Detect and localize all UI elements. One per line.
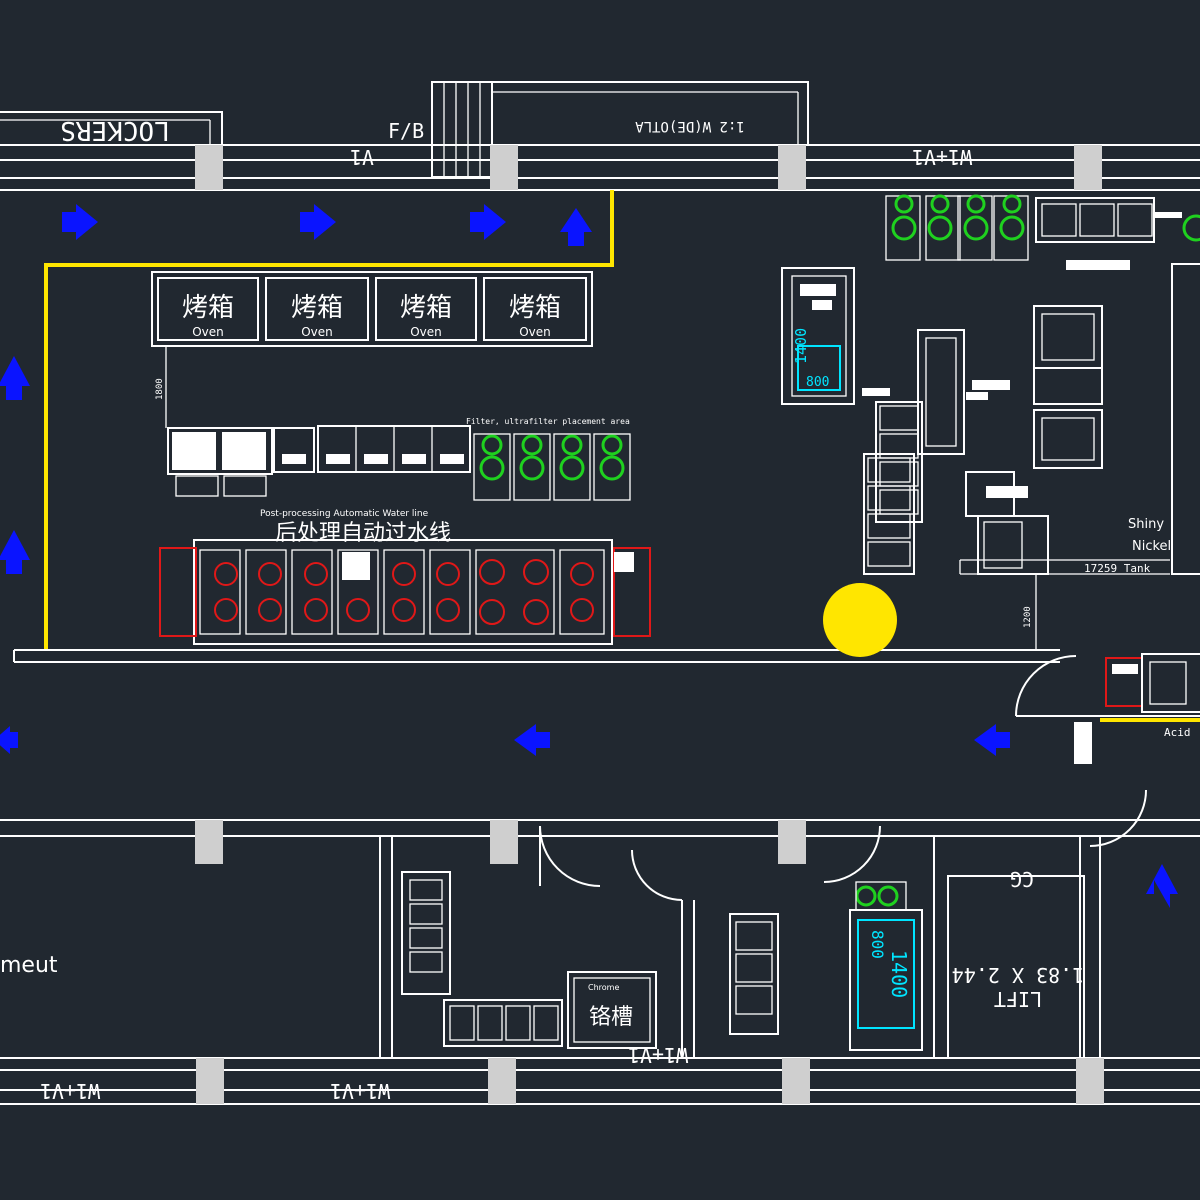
dim-800-top: 800 <box>806 375 829 390</box>
oven-label-1: 烤箱 <box>182 293 234 323</box>
chrome-cn-label: 铬槽 <box>589 1005 633 1030</box>
pump-units-middle <box>473 433 631 501</box>
acid-unit <box>1105 653 1200 713</box>
oven-label-4: 烤箱 <box>509 293 561 323</box>
shiny-label: Shiny <box>1128 517 1164 532</box>
pump-units-top <box>885 194 1200 261</box>
post-processing-line <box>159 539 651 645</box>
top-exterior-wall <box>0 81 1200 191</box>
acid-label: Acid <box>1164 726 1191 739</box>
door-label-top: 1:2 W(DE)OTLA <box>635 118 745 134</box>
lockers-label: LOCKERS <box>60 115 170 145</box>
dim-800-bottom: 800 <box>868 930 887 959</box>
fb-label: F/B <box>388 119 424 143</box>
v1-label-top: V1 <box>350 145 374 169</box>
dim-1400-top: 1400 <box>792 328 810 364</box>
meut-label: meut <box>0 953 58 978</box>
column <box>778 145 806 190</box>
oven-en-4: Oven <box>519 325 551 339</box>
lift-label: LIFT <box>994 987 1042 1011</box>
column <box>195 145 223 190</box>
w1v1-bottom-mid: W1+V1 <box>330 1079 390 1103</box>
dim-1800: 1800 <box>155 378 165 400</box>
w1v1-bottom-left: W1+V1 <box>40 1079 100 1103</box>
dim-1200: 1200 <box>1023 606 1033 628</box>
w1v1-label-top: W1+V1 <box>912 145 972 169</box>
nickel-label: Nickel <box>1132 539 1171 554</box>
oven-en-2: Oven <box>301 325 333 339</box>
filter-area-label: Filter, ultrafilter placement area <box>466 417 630 426</box>
oven-group <box>151 271 593 347</box>
oven-label-3: 烤箱 <box>400 293 452 323</box>
position-marker-icon[interactable] <box>823 583 897 657</box>
post-line-en-label: Post-processing Automatic Water line <box>260 509 429 519</box>
w1v1-bottom-right: W1+V1 <box>628 1043 688 1067</box>
cg-label: CG <box>1010 867 1034 891</box>
lift-size-label: 1.83 X 2.44 <box>952 963 1084 987</box>
post-line-cn-label: 后处理自动过水线 <box>275 521 451 546</box>
column <box>490 145 518 190</box>
bottom-rooms <box>0 819 1200 1105</box>
flow-direction-arrow-icon <box>0 204 1178 908</box>
corridor-wall <box>13 649 1200 847</box>
right-equipment-area <box>781 197 1200 650</box>
column <box>1074 145 1102 190</box>
dim-1400-bottom: 1400 <box>887 950 911 998</box>
yellow-route-line <box>44 190 614 650</box>
tank-label: 17259 Tank <box>1084 562 1151 575</box>
oven-label-2: 烤箱 <box>291 293 343 323</box>
tank-row-middle <box>167 425 471 497</box>
oven-en-1: Oven <box>192 325 224 339</box>
oven-en-3: Oven <box>410 325 442 339</box>
chrome-en-label: Chrome <box>588 983 619 992</box>
